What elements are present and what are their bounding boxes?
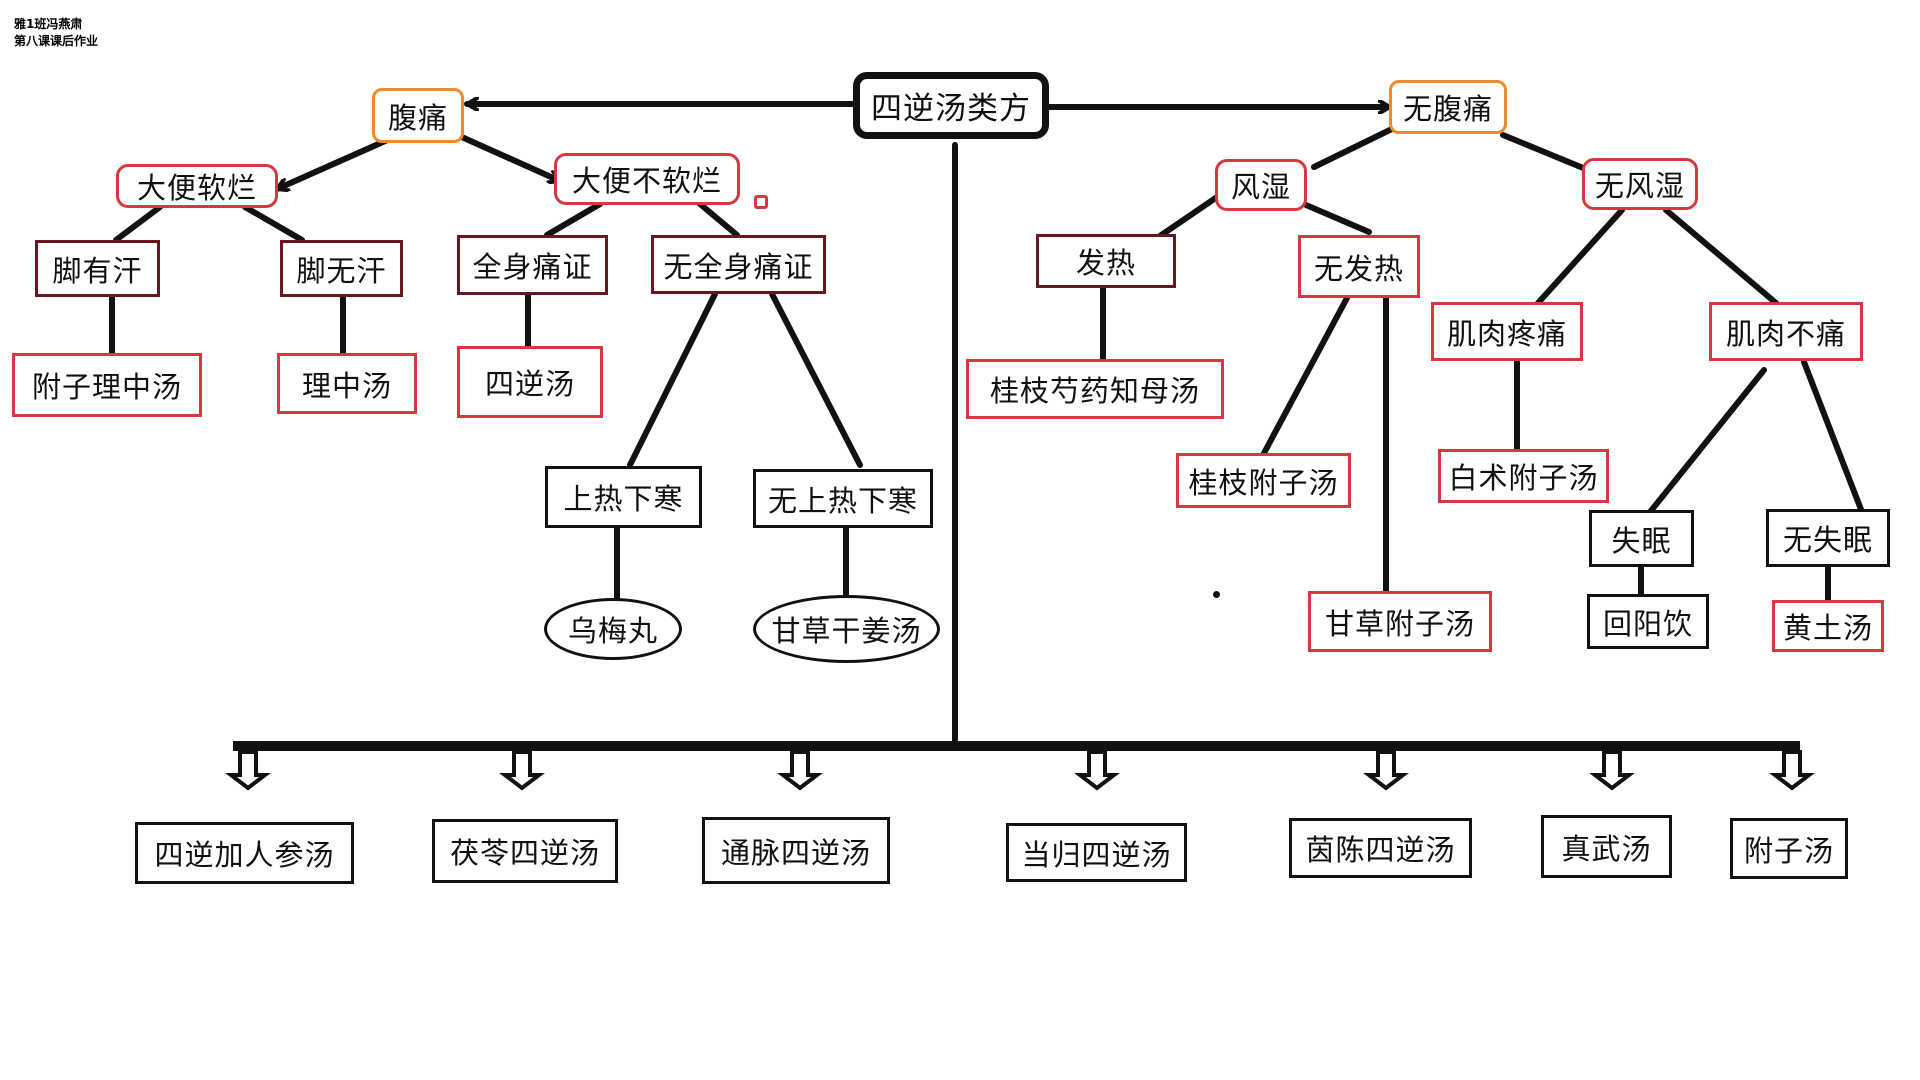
node-da-bian-bu-ruan-lan: 大便不软烂 <box>554 153 740 205</box>
node-feng-shi: 风湿 <box>1215 159 1307 211</box>
node-jiao-you-han: 脚有汗 <box>35 240 160 297</box>
down-arrow-1 <box>225 750 271 791</box>
bottom-item-zhen-wu-tang: 真武汤 <box>1541 815 1672 878</box>
stray-dot <box>1213 591 1220 598</box>
down-arrow-4 <box>1074 750 1120 791</box>
bottom-item-fu-zi-tang: 附子汤 <box>1730 818 1848 879</box>
node-wu-fa-re: 无发热 <box>1298 235 1420 298</box>
node-wu-shi-mian: 无失眠 <box>1766 509 1890 567</box>
node-fa-re: 发热 <box>1036 234 1176 288</box>
node-gui-zhi-fu-zi-tang: 桂枝附子汤 <box>1176 453 1351 508</box>
node-ji-rou-bu-tong: 肌肉不痛 <box>1709 302 1863 361</box>
bottom-item-tong-mai-si-ni-tang: 通脉四逆汤 <box>702 817 890 884</box>
node-gui-zhi-shao-yao-zhi-mu-tang: 桂枝芍药知母汤 <box>966 359 1224 419</box>
node-gan-cao-fu-zi-tang: 甘草附子汤 <box>1308 591 1492 652</box>
node-bai-zhu-fu-zi-tang: 白术附子汤 <box>1438 449 1609 503</box>
header-text: 雅1班冯燕肃 第八课课后作业 <box>14 16 98 50</box>
node-li-zhong-tang: 理中汤 <box>277 353 417 414</box>
node-wu-quan-shen-tong-zheng: 无全身痛证 <box>651 235 826 294</box>
arrow-fu-tong-to-ruan-lan <box>277 135 395 189</box>
bottom-item-dang-gui-si-ni-tang: 当归四逆汤 <box>1006 823 1187 882</box>
node-wu-mei-wan: 乌梅丸 <box>544 598 682 660</box>
down-arrow-2 <box>499 750 545 791</box>
node-da-bian-ruan-lan: 大便软烂 <box>116 164 278 208</box>
node-wu-feng-shi: 无风湿 <box>1582 158 1698 210</box>
node-ji-rou-teng-tong: 肌肉疼痛 <box>1431 302 1583 361</box>
node-si-ni-tang: 四逆汤 <box>457 346 603 418</box>
node-shi-mian: 失眠 <box>1589 510 1694 567</box>
bottom-item-fu-ling-si-ni-tang: 茯苓四逆汤 <box>432 819 618 883</box>
header-line-1: 雅1班冯燕肃 <box>14 17 83 31</box>
header-line-2: 第八课课后作业 <box>14 34 99 48</box>
down-arrow-5 <box>1363 750 1409 791</box>
node-gan-cao-gan-jiang-tang: 甘草干姜汤 <box>753 595 940 663</box>
node-wu-shang-re-xia-han: 无上热下寒 <box>753 469 933 528</box>
red-square-mark <box>754 195 768 209</box>
node-fu-tong: 腹痛 <box>372 88 464 143</box>
node-shang-re-xia-han: 上热下寒 <box>545 466 702 528</box>
node-fu-zi-li-zhong-tang: 附子理中汤 <box>12 353 202 417</box>
node-wu-fu-tong: 无腹痛 <box>1389 80 1507 134</box>
bottom-item-yin-chen-si-ni-tang: 茵陈四逆汤 <box>1289 818 1472 878</box>
down-arrow-6 <box>1589 750 1635 791</box>
down-arrow-7 <box>1769 750 1815 791</box>
down-arrow-3 <box>777 750 823 791</box>
bottom-item-si-ni-jia-ren-shen-tang: 四逆加人参汤 <box>135 822 354 884</box>
node-quan-shen-tong-zheng: 全身痛证 <box>457 235 608 295</box>
root-node: 四逆汤类方 <box>853 72 1049 139</box>
node-jiao-wu-han: 脚无汗 <box>280 240 403 297</box>
node-hui-yang-yin: 回阳饮 <box>1587 594 1709 649</box>
node-huang-tu-tang: 黄土汤 <box>1772 600 1884 652</box>
arrow-fu-tong-to-bu-ruan-lan <box>452 131 560 181</box>
